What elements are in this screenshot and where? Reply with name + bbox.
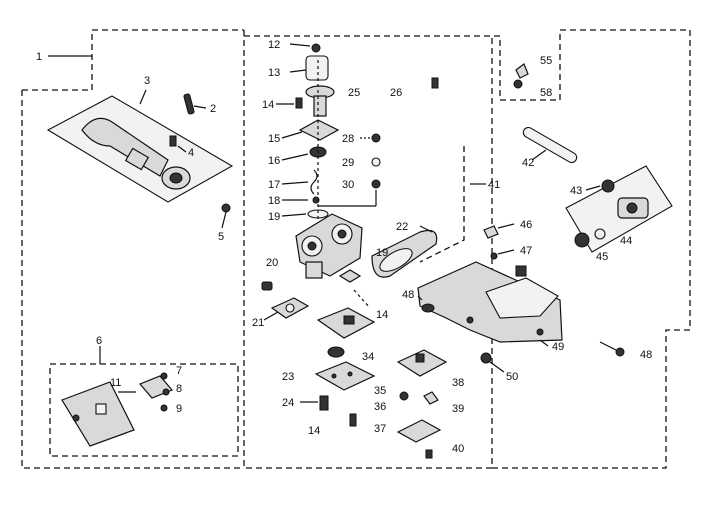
parts-28-30 (318, 133, 381, 207)
label-4: 4 (188, 147, 194, 159)
label-38: 38 (452, 377, 464, 389)
label-45: 45 (596, 251, 608, 263)
label-39: 39 (452, 403, 464, 415)
label-14b: 14 (376, 309, 388, 321)
parts-48-50 (417, 295, 505, 373)
label-11: 11 (110, 377, 121, 389)
label-47: 47 (520, 245, 532, 257)
label-49: 49 (552, 341, 564, 353)
label-15: 15 (268, 133, 280, 145)
label-3: 3 (144, 75, 150, 87)
label-18: 18 (268, 195, 280, 207)
label-25: 25 (348, 87, 360, 99)
bracket-assembly (300, 307, 376, 427)
chassis-49 (417, 146, 563, 347)
label-6: 6 (96, 335, 102, 347)
label-24: 24 (282, 397, 294, 409)
part-26 (431, 77, 439, 89)
assembly-boundary (21, 29, 691, 469)
parts-35-40 (396, 349, 448, 459)
label-13: 13 (268, 67, 280, 79)
label-30: 30 (342, 179, 354, 191)
parts-46-47 (483, 223, 515, 260)
label-41: 41 (488, 179, 500, 191)
label-58: 58 (540, 87, 552, 99)
label-40: 40 (452, 443, 464, 455)
parts-20-21 (261, 281, 310, 321)
rod-42 (522, 126, 578, 164)
label-29: 29 (342, 157, 354, 169)
label-9: 9 (176, 403, 182, 415)
label-28: 28 (342, 133, 354, 145)
screw-4 (169, 135, 187, 153)
label-34: 34 (362, 351, 374, 363)
label-19a: 19 (268, 211, 280, 223)
label-16: 16 (268, 155, 280, 167)
label-36: 36 (374, 401, 386, 413)
label-19b: 19 (376, 247, 388, 259)
label-8: 8 (176, 383, 182, 395)
label-50: 50 (506, 371, 518, 383)
label-7: 7 (176, 365, 182, 377)
label-14c: 14 (308, 425, 320, 437)
handle-assembly-3 (46, 89, 234, 203)
label-12: 12 (268, 39, 280, 51)
label-26: 26 (390, 87, 402, 99)
label-46: 46 (520, 219, 532, 231)
label-14a: 14 (262, 99, 274, 111)
label-5: 5 (218, 231, 224, 243)
valve-body (295, 213, 363, 279)
valve-stack (276, 43, 340, 230)
parts-43-45 (565, 165, 673, 253)
label-43: 43 (570, 185, 582, 197)
label-55: 55 (540, 55, 552, 67)
part-85 (338, 269, 371, 309)
screw-48-right (599, 341, 625, 357)
label-35: 35 (374, 385, 386, 397)
label-48-right: 48 (640, 349, 652, 361)
label-17: 17 (268, 179, 280, 191)
label-22: 22 (396, 221, 408, 233)
label-2: 2 (210, 103, 216, 115)
parts-55-58 (513, 63, 529, 89)
gasket-19-22 (371, 225, 438, 278)
label-44: 44 (620, 235, 632, 247)
label-37: 37 (374, 423, 386, 435)
label-23: 23 (282, 371, 294, 383)
inset-6 (49, 346, 239, 457)
label-42: 42 (522, 157, 534, 169)
label-20: 20 (266, 257, 278, 269)
label-21: 21 (252, 317, 264, 329)
label-48-left: 48 (402, 289, 414, 301)
pin-2 (183, 93, 207, 115)
label-1: 1 (36, 51, 42, 63)
part-5 (221, 203, 231, 229)
